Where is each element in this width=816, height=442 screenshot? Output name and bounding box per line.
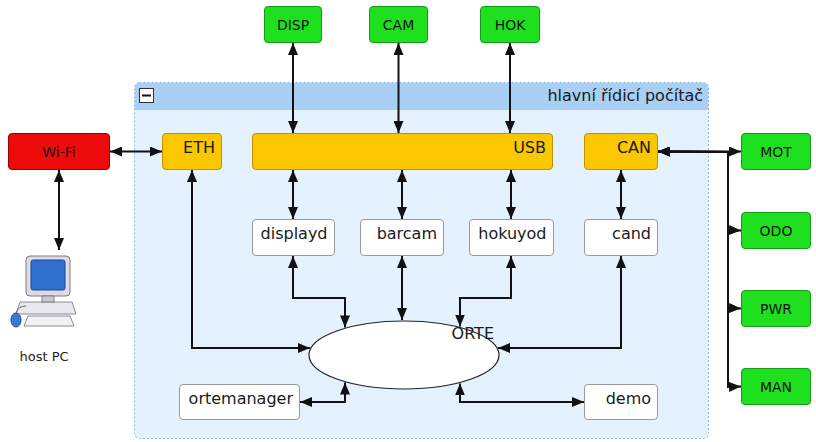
connector-arrow	[110, 151, 162, 153]
group-title: hlavní řídicí počítač	[547, 86, 703, 105]
node-label: CAM	[383, 17, 414, 33]
process-box: hokuyod	[469, 219, 554, 256]
monitor-screen	[31, 260, 65, 290]
connector-arrow	[510, 170, 512, 219]
node-label: MOT	[760, 144, 792, 160]
device-box: CAM	[369, 6, 428, 43]
container-ground	[135, 83, 709, 439]
process-box: ortemanager	[179, 384, 300, 420]
node-label: HOK	[495, 17, 526, 33]
middleware-ellipse: ORTE	[308, 320, 500, 390]
device-box: ETH	[162, 133, 222, 170]
computer-icon	[6, 250, 82, 330]
device-box: HOK	[480, 6, 540, 43]
ellipse-shape	[309, 321, 499, 389]
node-label: ETH	[183, 138, 215, 157]
node-label: ortemanager	[189, 389, 293, 408]
host-computer: host PC	[6, 250, 82, 364]
device-box: ODO	[741, 212, 811, 249]
connector-arrow	[58, 170, 60, 250]
process-box: cand	[584, 219, 658, 256]
connector-arrow	[401, 170, 403, 219]
computer-group: hlavní řídicí počítačETH USB CAN displayd ba…	[134, 82, 709, 439]
connector-arrow	[293, 256, 345, 327]
device-box: DISP	[264, 6, 322, 43]
connector-arrow	[460, 256, 511, 327]
minimize-button	[140, 89, 154, 103]
connector-arrow	[620, 170, 622, 219]
device-box: CAN	[584, 133, 658, 170]
node-label: USB	[513, 138, 546, 157]
connector-arrow	[401, 256, 403, 320]
minimize-sign	[142, 95, 151, 97]
node-label: demo	[606, 389, 651, 408]
node-label: ODO	[760, 223, 793, 239]
connector-arrow	[498, 256, 621, 348]
computer-base	[16, 302, 76, 314]
device-box: USB	[252, 133, 553, 170]
node-label: host PC	[19, 349, 68, 364]
device-box: Wi-Fi	[8, 133, 110, 170]
node-label: MAN	[760, 379, 792, 395]
connector-arrow	[509, 43, 511, 133]
keyboard	[24, 316, 74, 326]
connector-arrow	[460, 383, 584, 402]
monitor-stand	[42, 296, 54, 302]
node-label: ORTE	[452, 324, 494, 343]
monitor-body	[26, 256, 70, 296]
node-label: cand	[612, 224, 651, 243]
node-label: barcam	[377, 224, 437, 243]
connector-arrow	[192, 170, 310, 348]
node-label: PWR	[760, 301, 792, 317]
connector-arrow	[292, 43, 294, 133]
device-box: MAN	[741, 368, 811, 405]
device-box: MOT	[741, 133, 811, 170]
device-box: PWR	[741, 290, 811, 327]
process-box: barcam	[360, 219, 444, 256]
mouse-cable	[16, 306, 26, 313]
node-label: CAN	[617, 138, 651, 157]
process-box: demo	[584, 384, 658, 420]
connector-arrow	[658, 152, 741, 388]
connector-arrow	[398, 43, 400, 133]
connector-arrow	[300, 383, 345, 402]
node-label: hokuyod	[478, 224, 546, 243]
container-header	[135, 83, 708, 110]
node-label: DISP	[277, 17, 309, 33]
mouse	[11, 313, 21, 327]
node-label: Wi-Fi	[42, 144, 75, 160]
connector-arrow	[292, 170, 294, 219]
node-label: displayd	[261, 224, 328, 243]
process-box: displayd	[252, 219, 335, 256]
